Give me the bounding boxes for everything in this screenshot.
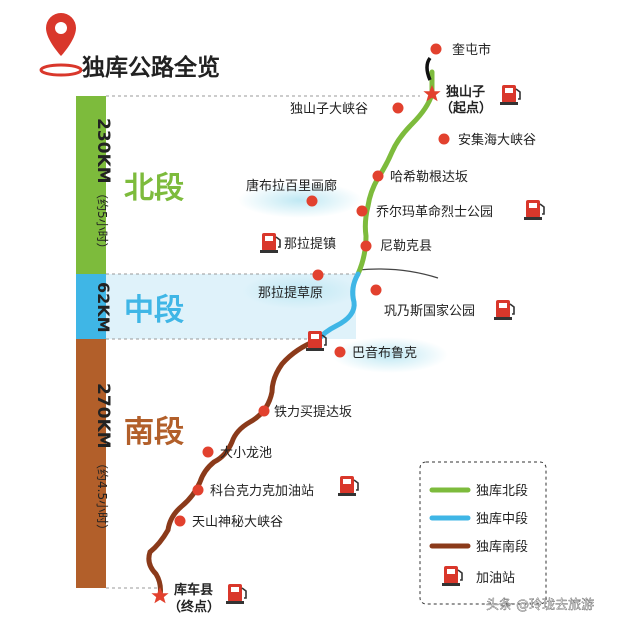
dot-icon xyxy=(430,43,442,55)
north-time: （约5小时） xyxy=(95,187,110,255)
label-bayinbuluke: 巴音布鲁克 xyxy=(352,345,417,361)
north-distance: 230KM xyxy=(93,118,113,184)
label-dushanzi-note: （起点） xyxy=(440,100,492,116)
north-section-label: 北段 xyxy=(124,171,184,206)
dot-icon xyxy=(334,346,346,358)
label-gongnaisi: 巩乃斯国家公园 xyxy=(384,303,475,319)
label-tangbula: 唐布拉百里画廊 xyxy=(246,178,337,194)
label-qiaoerma: 乔尔玛革命烈士公园 xyxy=(376,204,493,220)
south-time: （约4.5小时） xyxy=(95,457,110,536)
middle-section-label: 中段 xyxy=(124,293,184,328)
label-anjihai: 安集海大峡谷 xyxy=(458,132,536,148)
legend-gas: 加油站 xyxy=(476,571,515,586)
legend: 独库北段 独库中段 独库南段 加油站 xyxy=(419,461,547,605)
end-star-icon xyxy=(151,587,169,604)
legend-middle: 独库中段 xyxy=(476,511,528,527)
dot-icon xyxy=(370,284,382,296)
label-nileke: 尼勒克县 xyxy=(380,239,432,254)
dot-icon xyxy=(356,205,368,217)
label-kuche-note: （终点） xyxy=(168,599,220,615)
start-star-icon xyxy=(423,85,441,102)
label-dushanzi: 独山子 xyxy=(446,84,485,100)
gas-station-icon xyxy=(499,84,521,106)
label-dushanzi-canyon: 独山子大峡谷 xyxy=(290,102,368,117)
watermark: 头条 @玲珑去旅游 xyxy=(486,597,594,613)
south-section-label: 南段 xyxy=(124,415,184,450)
label-nalati-town: 那拉提镇 xyxy=(284,236,336,252)
dot-icon xyxy=(202,446,214,458)
dot-icon xyxy=(360,240,372,252)
dot-icon xyxy=(174,515,186,527)
dot-icon xyxy=(392,102,404,114)
label-kuche: 库车县 xyxy=(174,582,213,598)
label-habule: 哈希勒根达坂 xyxy=(390,170,468,185)
middle-distance: 62KM xyxy=(94,282,113,333)
dot-icon xyxy=(192,484,204,496)
dot-icon xyxy=(438,133,450,145)
gas-station-icon xyxy=(225,583,247,605)
label-tianshan: 天山神秘大峡谷 xyxy=(192,515,283,530)
north-bar xyxy=(76,96,106,274)
road-south xyxy=(146,337,321,599)
map-title: 独库公路全览 xyxy=(82,54,220,81)
label-daxiao: 大小龙池 xyxy=(220,446,272,461)
dot-icon xyxy=(258,405,270,417)
legend-north: 独库北段 xyxy=(476,483,528,499)
label-tieli: 铁力买提达坂 xyxy=(274,404,352,420)
middle-bar xyxy=(76,274,106,339)
road-middle xyxy=(315,271,361,343)
gas-station-icon xyxy=(337,475,359,497)
dot-icon xyxy=(306,195,318,207)
label-nalati-grass: 那拉提草原 xyxy=(258,285,323,301)
legend-south: 独库南段 xyxy=(476,539,528,555)
location-pin-icon xyxy=(39,13,83,77)
dot-icon xyxy=(312,269,324,281)
dot-icon xyxy=(372,170,384,182)
south-distance: 270KM xyxy=(93,383,113,449)
south-bar xyxy=(76,339,106,588)
gas-station-icon xyxy=(523,199,545,221)
label-ketai: 科台克力克加油站 xyxy=(210,484,314,499)
label-kuitun: 奎屯市 xyxy=(452,42,491,58)
